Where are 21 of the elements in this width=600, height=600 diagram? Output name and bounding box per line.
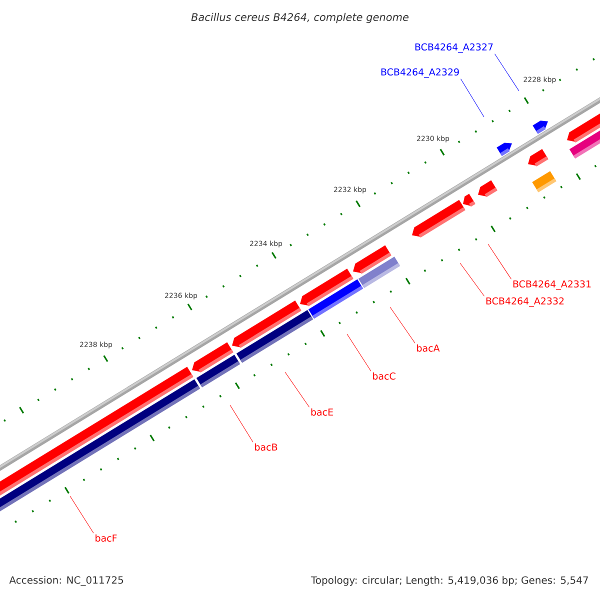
gene-label: bacA [417,344,440,352]
leader-line [488,244,512,280]
leader-line [346,334,372,372]
leader-line [460,262,484,296]
footer-text: Topology: circular; Length: 5,419,036 bp; Genes: 5,547 [310,576,588,586]
footer-text: Accession: NC_011725 [9,576,124,586]
leader-line [494,54,520,92]
gene-label: bacF [96,534,117,542]
gene-label: BCB4264_A2332 [486,297,564,307]
leader-line [390,306,416,344]
gene-label: bacE [311,408,333,416]
gene-label: bacC [373,372,396,380]
gene-label: bacB [255,443,278,451]
leader-line [284,372,310,408]
gene-label: BCB4264_A2329 [381,68,459,78]
leader-line [70,496,94,534]
leader-line [230,404,254,442]
leader-line [460,78,484,118]
title: Bacillus cereus B4264, complete genome [191,12,409,24]
gene-label: BCB4264_A2327 [415,43,493,53]
gene-label: BCB4264_A2331 [513,280,591,290]
